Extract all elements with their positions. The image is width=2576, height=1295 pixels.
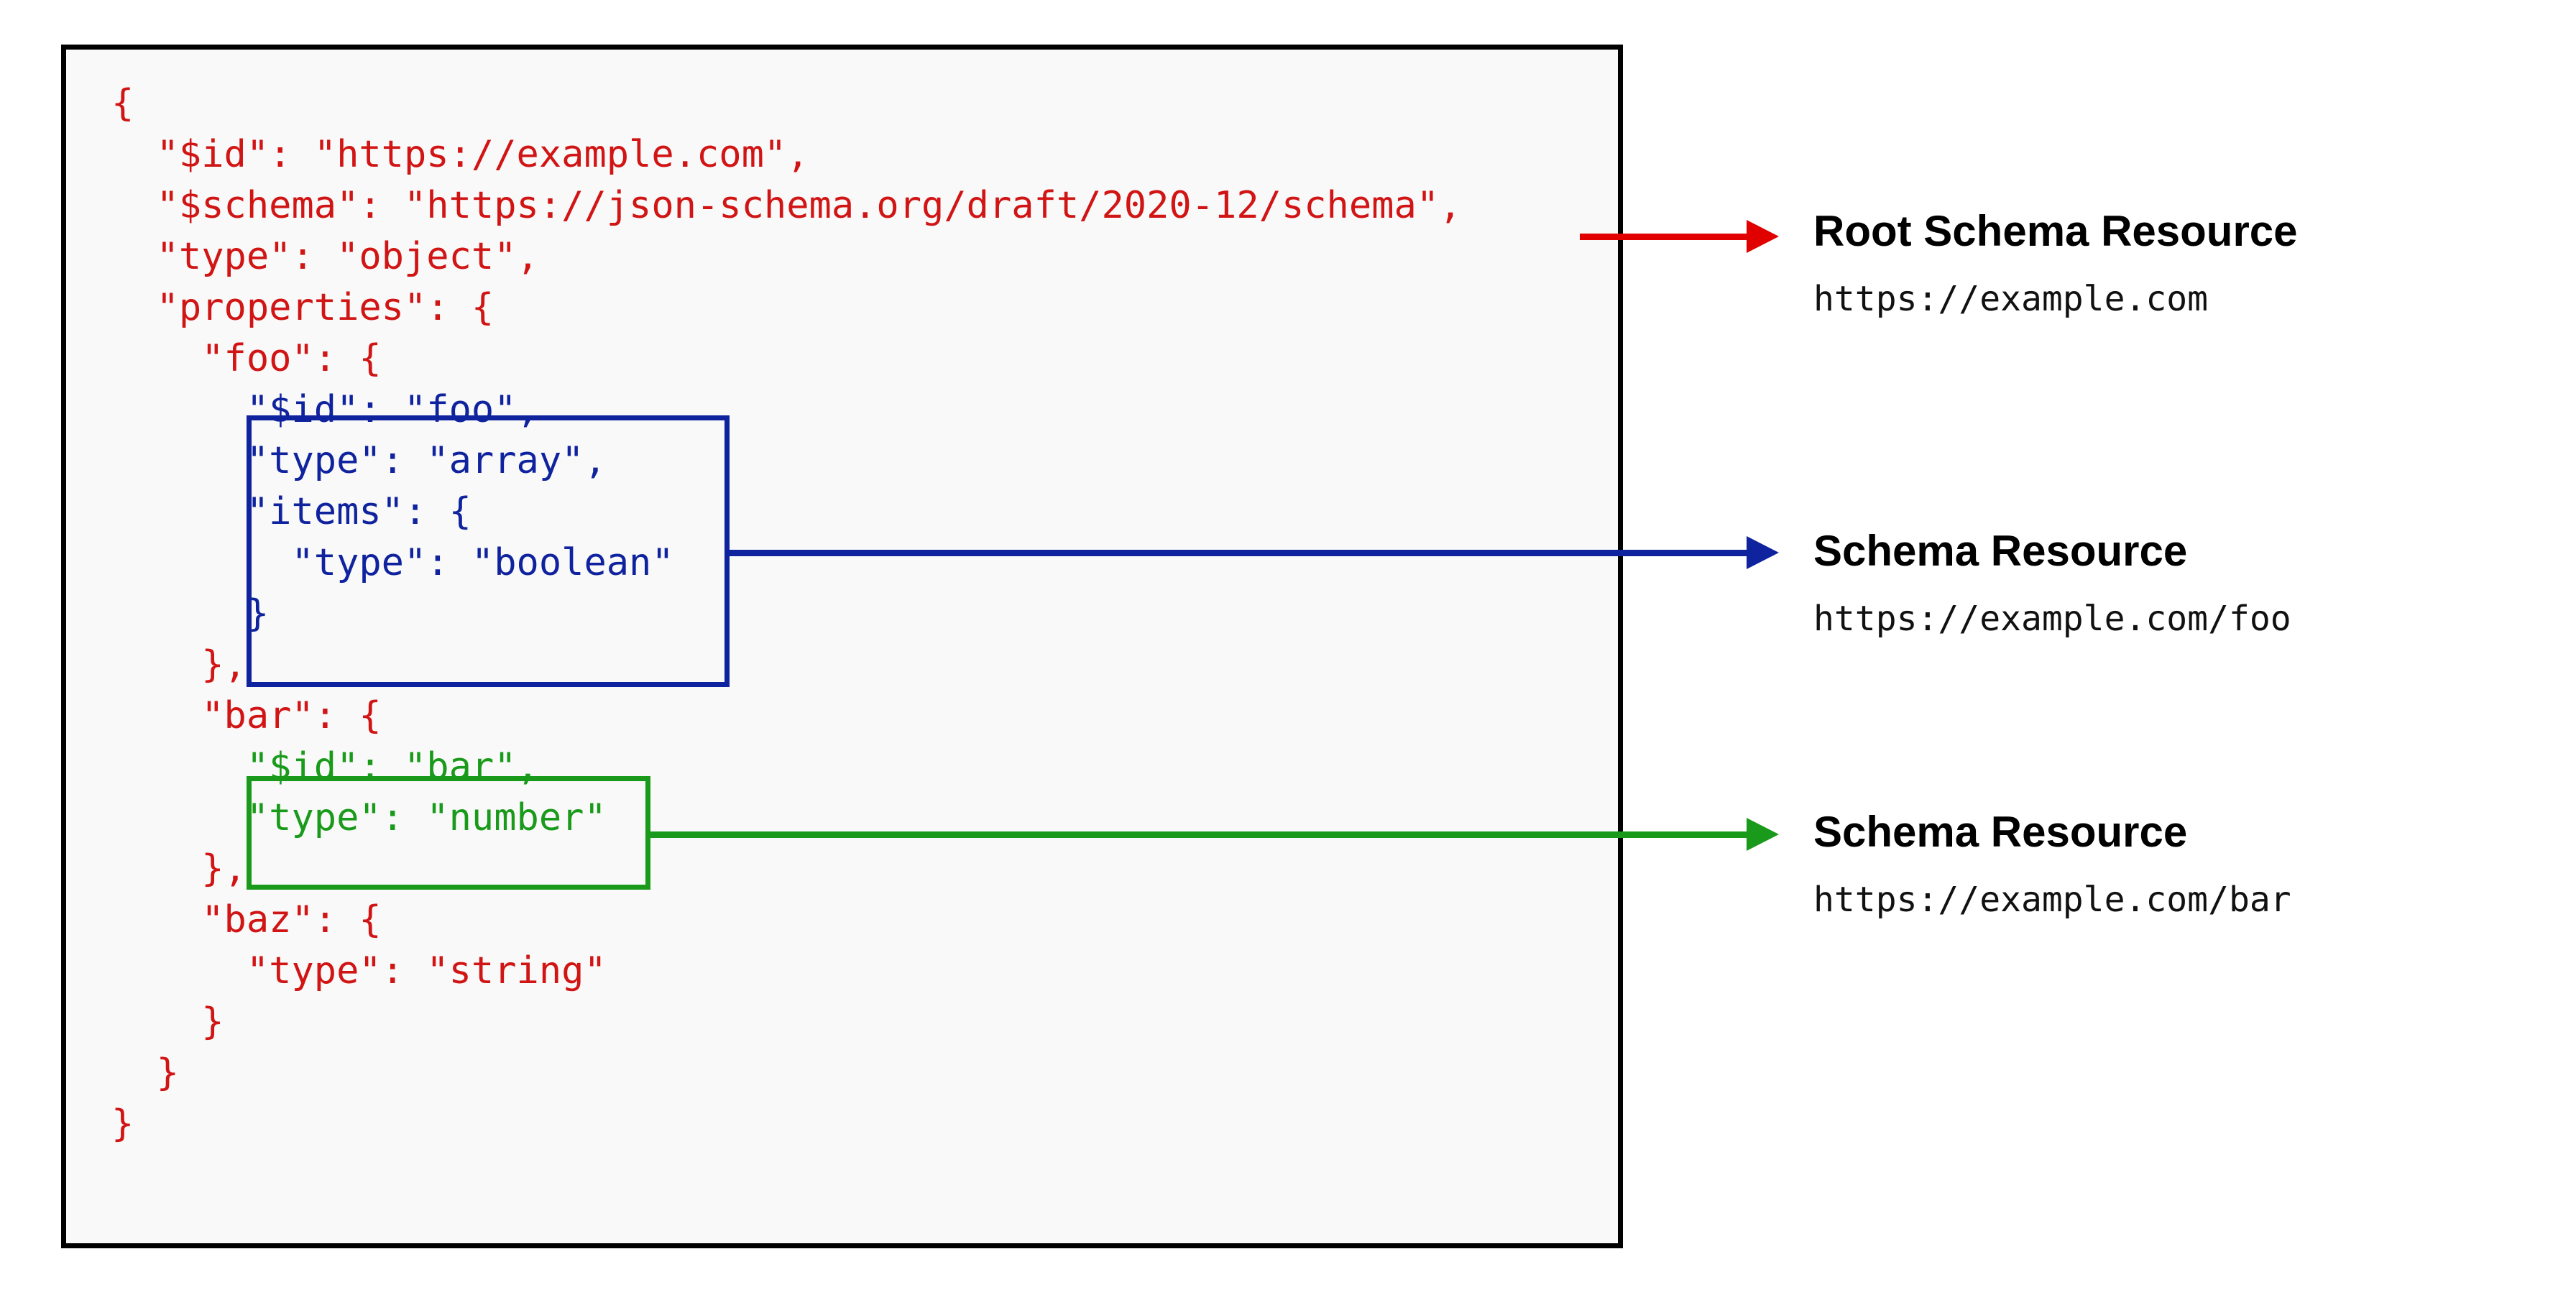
- code-line: },: [111, 847, 247, 890]
- code-line: "$schema": "https://json-schema.org/draf…: [111, 184, 1462, 227]
- arrow-head-icon: [1747, 220, 1779, 253]
- code-line: },: [111, 643, 247, 686]
- annotation-title: Schema Resource: [1813, 808, 2188, 856]
- code-line: }: [111, 592, 270, 635]
- arrow-line: [1580, 234, 1749, 240]
- arrow-head-icon: [1747, 536, 1779, 569]
- annotation-title: Schema Resource: [1813, 527, 2188, 575]
- annotation-url: https://example.com: [1813, 279, 2209, 319]
- code-line: }: [111, 1000, 224, 1043]
- arrow-line: [730, 550, 1749, 556]
- arrow-line: [650, 831, 1749, 838]
- code-line: "type": "number": [111, 796, 607, 839]
- code-line: "foo": {: [111, 337, 382, 380]
- code-line: }: [111, 1051, 179, 1094]
- root-schema-resource-label: Root Schema Resource https://example.com: [1813, 207, 2298, 320]
- code-line: "$id": "foo",: [111, 388, 539, 431]
- code-line: "type": "boolean": [111, 541, 674, 584]
- code-line: "baz": {: [111, 898, 382, 941]
- annotation-url: https://example.com/bar: [1813, 880, 2291, 920]
- code-line: "type": "string": [111, 949, 607, 992]
- code-line: {: [111, 82, 134, 125]
- arrow-head-icon: [1747, 818, 1779, 851]
- annotation-url: https://example.com/foo: [1813, 599, 2291, 639]
- json-code-panel: { "$id": "https://example.com", "$schema…: [61, 45, 1623, 1248]
- code-line: "$id": "bar",: [111, 745, 539, 788]
- code-line: "type": "array",: [111, 439, 607, 482]
- json-code-block: { "$id": "https://example.com", "$schema…: [111, 78, 1461, 1150]
- bar-schema-resource-label: Schema Resource https://example.com/bar: [1813, 808, 2291, 921]
- code-line: "items": {: [111, 490, 472, 533]
- code-line: "type": "object",: [111, 235, 539, 278]
- code-line: }: [111, 1102, 134, 1146]
- code-line: "$id": "https://example.com",: [111, 133, 809, 176]
- code-line: "properties": {: [111, 286, 494, 329]
- code-line: "bar": {: [111, 694, 382, 737]
- foo-schema-resource-label: Schema Resource https://example.com/foo: [1813, 527, 2291, 640]
- annotation-title: Root Schema Resource: [1813, 207, 2298, 255]
